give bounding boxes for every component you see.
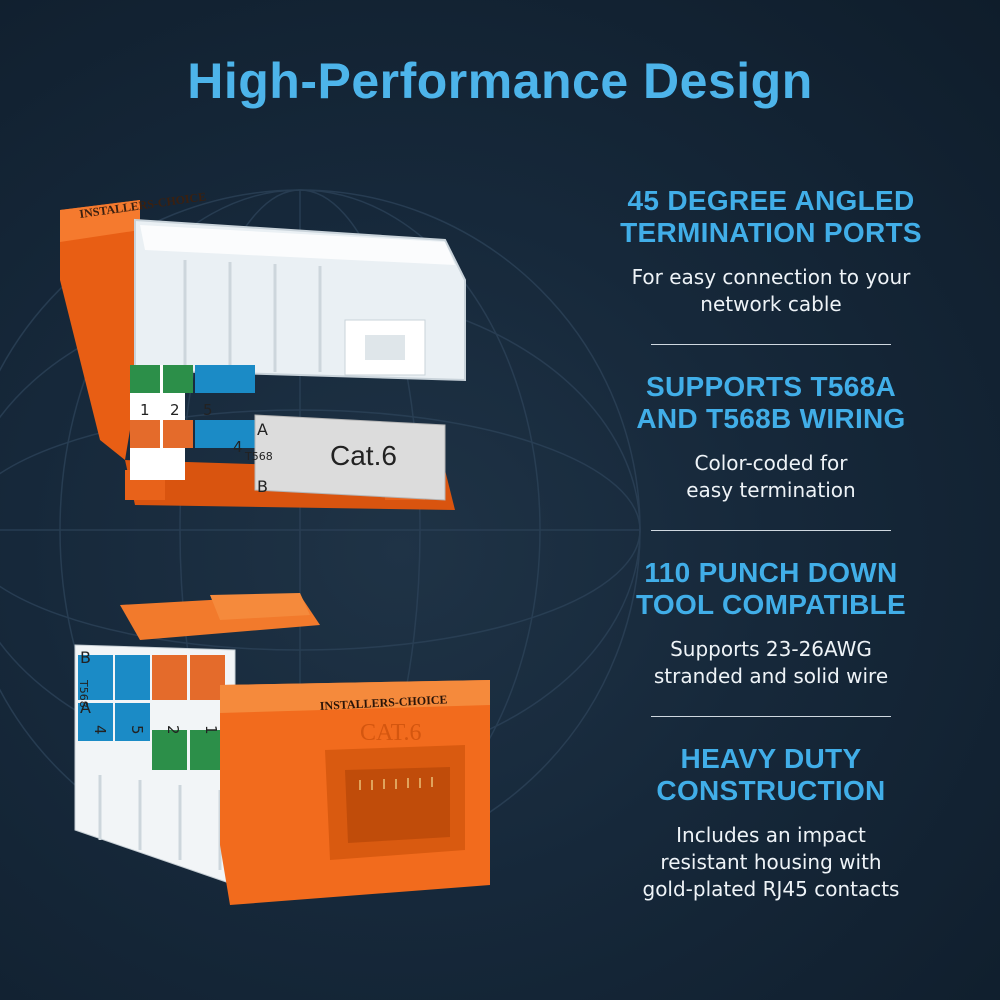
globe-background xyxy=(0,189,641,871)
keystone-jack-rear-image: Cat.6 1 2 5 4 T568 A B INSTALLERS-CHOICE xyxy=(60,189,466,510)
feature-heading: 110 PUNCH DOWN TOOL COMPATIBLE xyxy=(595,557,947,621)
divider xyxy=(651,530,891,531)
pin-label: 1 xyxy=(202,725,220,735)
pin-label: 4 xyxy=(91,725,109,735)
product-label-top: Cat.6 xyxy=(330,440,397,471)
heading-line: AND T568B WIRING xyxy=(636,403,906,434)
feature-list: 45 DEGREE ANGLED TERMINATION PORTS For e… xyxy=(595,185,947,903)
description-line: For easy connection to your xyxy=(631,265,911,289)
feature-heading: SUPPORTS T568A AND T568B WIRING xyxy=(595,371,947,435)
variant-a-label: A xyxy=(257,420,268,439)
pin-label: 1 xyxy=(140,401,150,419)
feature-description: Color-coded for easy termination xyxy=(595,450,947,504)
feature-angled-ports: 45 DEGREE ANGLED TERMINATION PORTS For e… xyxy=(595,185,947,318)
feature-description: For easy connection to your network cabl… xyxy=(595,264,947,318)
embossed-label: CAT.6 xyxy=(360,720,422,746)
description-line: Includes an impact xyxy=(676,823,866,847)
heading-line: SUPPORTS T568A xyxy=(645,371,897,402)
divider xyxy=(651,344,891,345)
pin-label: 2 xyxy=(170,401,180,419)
pin-label: 5 xyxy=(203,401,213,419)
heading-line: TERMINATION PORTS xyxy=(620,217,922,248)
feature-punch-down: 110 PUNCH DOWN TOOL COMPATIBLE Supports … xyxy=(595,557,947,690)
heading-line: 110 PUNCH DOWN xyxy=(644,557,898,588)
variant-a-label: A xyxy=(80,698,91,717)
variant-b-label: B xyxy=(257,477,268,496)
heading-line: TOOL COMPATIBLE xyxy=(636,589,906,620)
brand-logo: INSTALLERS-CHOICE xyxy=(319,692,447,713)
variant-b-label: B xyxy=(80,648,91,667)
description-line: Color-coded for xyxy=(694,451,848,475)
standard-label: T568 xyxy=(244,450,273,463)
brand-logo: INSTALLERS-CHOICE xyxy=(78,189,207,221)
standard-label: T568 xyxy=(77,679,90,708)
keystone-jack-front-image: 4 5 2 1 T568 B A CAT.6 INSTALLERS-CHOICE xyxy=(74,593,490,905)
description-line: network cable xyxy=(700,292,842,316)
pin-label: 4 xyxy=(233,438,243,456)
feature-heading: HEAVY DUTY CONSTRUCTION xyxy=(595,743,947,807)
page-title: High-Performance Design xyxy=(187,53,813,109)
description-line: Supports 23-26AWG xyxy=(670,637,872,661)
pin-label: 2 xyxy=(164,725,182,735)
feature-description: Includes an impact resistant housing wit… xyxy=(595,822,947,903)
heading-line: CONSTRUCTION xyxy=(656,775,886,806)
heading-line: 45 DEGREE ANGLED xyxy=(627,185,915,216)
description-line: resistant housing with xyxy=(660,850,882,874)
pin-label: 5 xyxy=(128,725,146,735)
description-line: stranded and solid wire xyxy=(653,664,889,688)
description-line: gold-plated RJ45 contacts xyxy=(642,877,900,901)
divider xyxy=(651,716,891,717)
heading-line: HEAVY DUTY xyxy=(680,743,862,774)
description-line: easy termination xyxy=(686,478,856,502)
feature-heading: 45 DEGREE ANGLED TERMINATION PORTS xyxy=(595,185,947,249)
feature-heavy-duty: HEAVY DUTY CONSTRUCTION Includes an impa… xyxy=(595,743,947,903)
feature-wiring-standards: SUPPORTS T568A AND T568B WIRING Color-co… xyxy=(595,371,947,504)
feature-description: Supports 23-26AWG stranded and solid wir… xyxy=(595,636,947,690)
